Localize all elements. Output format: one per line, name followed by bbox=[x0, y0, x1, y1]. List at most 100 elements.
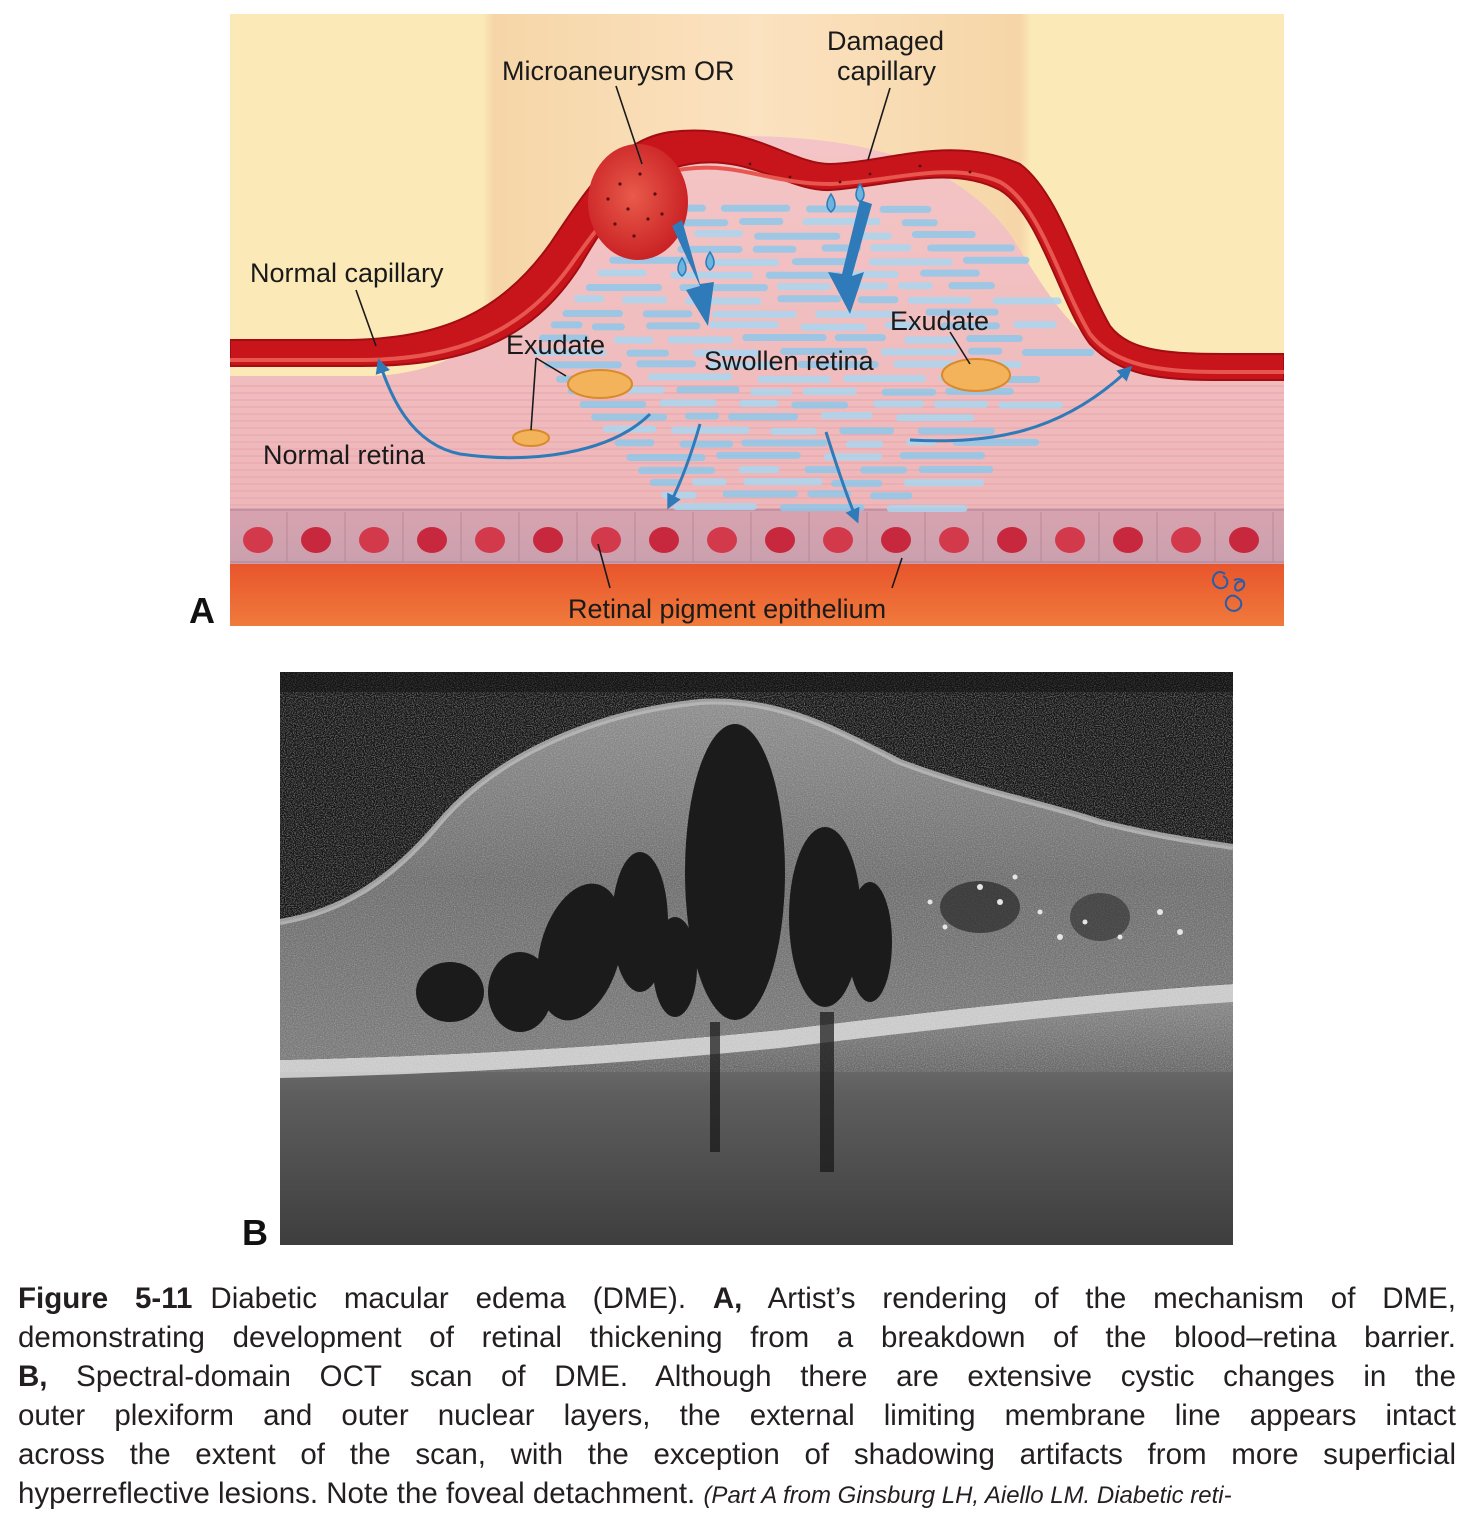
fluid-streak bbox=[579, 400, 647, 408]
fluid-streak bbox=[649, 479, 682, 487]
fluid-streak bbox=[667, 336, 733, 344]
fluid-streak bbox=[807, 490, 852, 498]
fluid-streak bbox=[716, 451, 801, 459]
fluid-streak bbox=[804, 466, 841, 474]
panel-a-illustration: Microaneurysm OR Damaged capillary Norma… bbox=[230, 14, 1284, 626]
fluid-streak bbox=[779, 504, 865, 512]
fluid-streak bbox=[591, 413, 668, 421]
fluid-streak bbox=[770, 427, 817, 435]
exudate-left-small bbox=[512, 429, 550, 447]
fluid-streak bbox=[670, 426, 750, 434]
label-normal-capillary: Normal capillary bbox=[250, 258, 444, 288]
fluid-streak bbox=[670, 271, 754, 279]
caption-title: Diabetic macular edema (DME). bbox=[210, 1282, 687, 1315]
panel-a-letter: A bbox=[189, 590, 215, 631]
caption-line-4: outer plexiform and outer nuclear layers… bbox=[18, 1399, 1456, 1432]
rpe-nuclei bbox=[243, 512, 1274, 562]
caption-line-5: across the extent of the scan, with the … bbox=[18, 1438, 1456, 1471]
fluid-streak bbox=[677, 245, 743, 253]
figure-number: Figure 5-11 bbox=[18, 1282, 193, 1315]
rpe-nucleus bbox=[1171, 527, 1201, 553]
swollen-retina-fluid bbox=[532, 204, 1095, 513]
fluid-streak bbox=[800, 323, 867, 331]
fluid-streak bbox=[831, 479, 883, 487]
fluid-streak bbox=[820, 412, 873, 420]
fluid-streak bbox=[879, 205, 932, 213]
fluid-streak bbox=[834, 334, 886, 342]
fluid-streak bbox=[791, 401, 849, 409]
caption-line-2: demonstrating development of retinal thi… bbox=[18, 1321, 1456, 1354]
caption-line-1: Figure 5-11 Diabetic macular edema (DME).… bbox=[18, 1279, 1456, 1318]
fluid-streak bbox=[722, 490, 798, 498]
fluid-streak bbox=[750, 388, 793, 396]
microaneurysm-dots bbox=[606, 162, 972, 238]
oct-hyperreflective-dots bbox=[927, 874, 1183, 940]
fluid-streak bbox=[550, 321, 583, 329]
fluid-streak bbox=[614, 439, 655, 447]
fluid-streak bbox=[532, 348, 607, 356]
capillary-highlight bbox=[230, 165, 1284, 374]
fluid-streak bbox=[780, 347, 868, 355]
fluid-streak bbox=[676, 386, 740, 394]
fluid-streak bbox=[765, 271, 842, 279]
fluid-streak bbox=[897, 282, 933, 290]
fluid-streak bbox=[907, 296, 972, 304]
flow-arrows bbox=[375, 358, 1133, 524]
fluid-streak bbox=[621, 296, 668, 304]
fluid-streak bbox=[626, 453, 706, 461]
fluid-streak bbox=[708, 321, 779, 329]
label-damaged-line1: Damaged bbox=[827, 26, 944, 56]
fluid-streak bbox=[901, 219, 938, 227]
fluid-streak bbox=[738, 466, 780, 474]
fluid-streak bbox=[802, 387, 857, 395]
fluid-streak bbox=[585, 284, 662, 292]
fluid-streak bbox=[752, 245, 797, 253]
panel-b-letter: B bbox=[242, 1212, 268, 1253]
fluid-streak bbox=[998, 401, 1063, 409]
fluid-streak bbox=[727, 413, 799, 421]
rpe-nucleus bbox=[533, 527, 563, 553]
fluid-streak bbox=[884, 321, 918, 329]
fluid-streak bbox=[776, 283, 832, 291]
rpe-nucleus bbox=[823, 527, 853, 553]
rpe-nucleus bbox=[301, 527, 331, 553]
rpe-nucleus bbox=[765, 527, 795, 553]
fluid-streak bbox=[562, 310, 623, 318]
figure-caption: Figure 5-11 Diabetic macular edema (DME).… bbox=[18, 1279, 1456, 1515]
fluid-streak bbox=[904, 336, 956, 344]
fluid-streak bbox=[673, 503, 757, 511]
fluid-streak bbox=[881, 388, 937, 396]
oct-cysts bbox=[416, 724, 1130, 1032]
fluid-streak bbox=[544, 361, 622, 369]
fluid-streak bbox=[591, 323, 625, 331]
microaneurysm bbox=[588, 144, 688, 260]
caption-a-label: A, bbox=[712, 1282, 743, 1315]
leakage-arrows bbox=[672, 200, 872, 326]
fluid-streak bbox=[967, 347, 1003, 355]
label-normal-retina: Normal retina bbox=[263, 440, 426, 470]
caption-line-1-rest: Artist’s rendering of the mechanism of D… bbox=[767, 1282, 1456, 1315]
fluid-streak bbox=[920, 269, 980, 277]
fluid-streak bbox=[597, 269, 647, 277]
fluid-streak bbox=[911, 230, 976, 238]
fluid-streak bbox=[917, 427, 995, 435]
fluid-streak bbox=[791, 258, 849, 266]
fluid-streak bbox=[712, 310, 797, 318]
fluid-streak bbox=[992, 297, 1062, 305]
fluid-streak bbox=[694, 230, 743, 238]
caption-line-3: B, Spectral-domain OCT scan of DME. Alth… bbox=[18, 1357, 1456, 1396]
fluid-streak bbox=[613, 336, 654, 344]
fluid-streak bbox=[873, 400, 925, 408]
rpe-nucleus bbox=[1229, 527, 1259, 553]
fluid-streak bbox=[860, 466, 908, 474]
fluid-streak bbox=[626, 349, 669, 357]
fluid-streak bbox=[797, 361, 879, 369]
label-damaged-line2: capillary bbox=[837, 56, 937, 86]
fluid-streak bbox=[684, 412, 720, 420]
fluid-streak bbox=[815, 310, 900, 318]
fluid-streak bbox=[1013, 321, 1057, 329]
fluid-streak bbox=[895, 414, 975, 422]
fluid-streak bbox=[720, 204, 791, 212]
fluid-streak bbox=[642, 310, 693, 318]
oct-shadow-artifacts bbox=[710, 1012, 834, 1172]
